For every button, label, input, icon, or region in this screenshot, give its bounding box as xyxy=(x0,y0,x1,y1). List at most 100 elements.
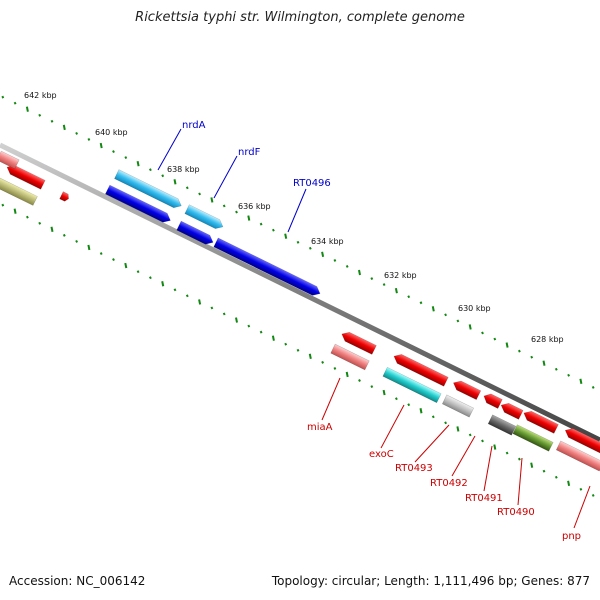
scale-tick xyxy=(468,433,472,437)
scale-tick xyxy=(530,462,534,468)
scale-tick xyxy=(124,156,128,160)
scale-tick xyxy=(394,287,398,294)
gene-pnp[interactable] xyxy=(563,426,600,455)
scale-label: 642 kbp xyxy=(24,91,57,100)
gene-pnp-rna[interactable] xyxy=(555,440,600,472)
scale-tick xyxy=(493,444,497,450)
scale-tick xyxy=(87,138,91,141)
gene-RT0496[interactable] xyxy=(213,237,323,298)
gene-left-red[interactable] xyxy=(5,163,46,190)
scale-tick xyxy=(579,378,583,385)
scale-tick xyxy=(75,239,78,243)
scale-tick xyxy=(136,160,140,167)
scale-tick xyxy=(358,379,361,382)
scale-tick xyxy=(468,324,472,330)
gene-left-pink[interactable] xyxy=(0,150,20,170)
scale-tick xyxy=(112,258,115,262)
scale-tick xyxy=(456,319,460,323)
scale-tick xyxy=(1,95,5,99)
scale-tick xyxy=(38,113,42,117)
gene-miaA-rna[interactable] xyxy=(330,343,370,371)
gene-label-RT0490[interactable]: RT0490 xyxy=(497,507,535,518)
gene-label-RT0491[interactable]: RT0491 xyxy=(465,493,503,504)
gene-label-RT0492[interactable]: RT0492 xyxy=(430,478,468,489)
gene-RT0491-cds[interactable] xyxy=(487,414,517,436)
leader-RT0491 xyxy=(483,445,493,492)
scale-tick xyxy=(542,469,546,473)
scale-tick xyxy=(395,397,398,401)
leader-RT0492 xyxy=(451,435,476,477)
scale-tick xyxy=(247,215,251,221)
gene-RT0490-cds[interactable] xyxy=(512,424,554,452)
gene-label-RT0496[interactable]: RT0496 xyxy=(293,178,331,189)
gene-RT0493-cds[interactable] xyxy=(441,394,475,418)
scale-tick xyxy=(99,142,103,149)
gene-nrdA[interactable] xyxy=(114,169,183,211)
gene-RT0490[interactable] xyxy=(522,409,559,434)
gene-exoC[interactable] xyxy=(392,352,449,387)
gene-RT0491[interactable] xyxy=(499,401,524,420)
accession-text: Accession: NC_006142 xyxy=(9,574,146,588)
scale-tick xyxy=(284,342,288,346)
gene-label-pnp[interactable]: pnp xyxy=(562,531,581,542)
scale-label: 636 kbp xyxy=(238,202,271,211)
map-title: Rickettsia typhi str. Wilmington, comple… xyxy=(135,10,465,25)
scale-tick xyxy=(173,179,177,185)
gene-nrdF[interactable] xyxy=(184,204,225,232)
gene-exoC-cds[interactable] xyxy=(382,366,442,404)
scale-tick xyxy=(591,385,595,389)
scale-tick xyxy=(161,281,165,287)
scale-tick xyxy=(13,101,17,105)
gene-nrdF-cds[interactable] xyxy=(176,220,216,247)
scale-tick xyxy=(136,270,140,274)
scale-label: 638 kbp xyxy=(167,165,200,174)
gene-nrdA-cds[interactable] xyxy=(105,184,172,225)
scale-tick xyxy=(271,335,275,341)
scale-tick xyxy=(222,204,226,208)
scale-tick xyxy=(112,150,115,154)
scale-tick xyxy=(235,210,238,214)
scale-label: 640 kbp xyxy=(95,128,128,137)
scale-tick xyxy=(554,475,558,479)
gene-label-exoC[interactable]: exoC xyxy=(369,449,394,460)
scale-tick xyxy=(567,480,571,487)
gene-RT0493[interactable] xyxy=(451,378,482,400)
gene-features[interactable] xyxy=(0,150,600,472)
gene-left-khaki[interactable] xyxy=(0,176,38,206)
scale-tick xyxy=(431,415,435,419)
gene-label-miaA[interactable]: miaA xyxy=(307,422,333,433)
scale-tick xyxy=(235,317,238,323)
scale-tick xyxy=(333,366,337,370)
scale-tick xyxy=(444,313,447,317)
leader-RT0496 xyxy=(287,188,307,233)
scale-tick xyxy=(198,192,201,196)
gene-label-RT0493[interactable]: RT0493 xyxy=(395,463,433,474)
scale-tick xyxy=(308,246,312,250)
scale-tick xyxy=(407,403,411,407)
scale-tick xyxy=(321,251,325,258)
small-red-marker[interactable] xyxy=(59,191,71,203)
gene-label-nrdF[interactable]: nrdF xyxy=(238,147,261,158)
scale-tick xyxy=(38,221,42,225)
leader-RT0490 xyxy=(517,457,523,506)
scale-tick xyxy=(1,203,5,207)
leader-nrdA xyxy=(157,128,182,171)
scale-tick xyxy=(75,131,78,135)
scale-tick xyxy=(161,174,165,178)
gene-RT0492[interactable] xyxy=(482,392,503,409)
scale-tick xyxy=(321,360,324,364)
scale-tick xyxy=(222,312,226,316)
scale-label: 628 kbp xyxy=(531,335,564,344)
gene-label-nrdA[interactable]: nrdA xyxy=(182,120,206,131)
genome-summary-text: Topology: circular; Length: 1,111,496 bp… xyxy=(271,574,590,588)
scale-tick xyxy=(185,294,189,298)
scale-labels: 642 kbp 640 kbp 638 kbp 636 kbp 634 kbp … xyxy=(24,91,564,344)
scale-tick xyxy=(493,337,497,341)
scale-tick xyxy=(210,197,214,203)
scale-tick xyxy=(62,233,66,237)
scale-tick xyxy=(185,186,189,190)
scale-tick xyxy=(149,168,152,172)
gene-miaA[interactable] xyxy=(340,330,377,355)
scale-ticks xyxy=(1,95,595,497)
